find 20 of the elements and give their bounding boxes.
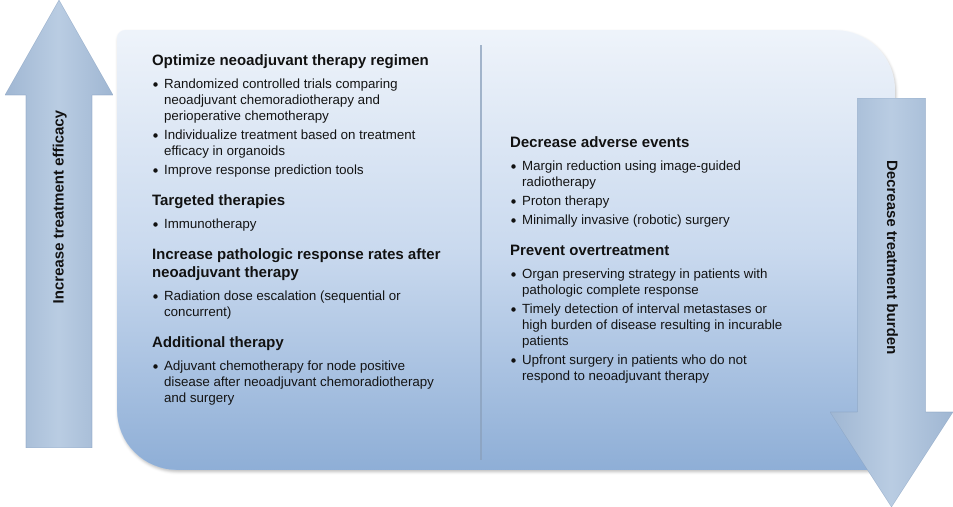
section-heading: Prevent overtreatment	[510, 242, 670, 260]
bullet-item: Individualize treatment based on treatment efficacy in organoids	[152, 127, 442, 159]
bullet-item: Adjuvant chemotherapy for node positive disease after neoadjuvant chemoradiotherapy and surgery	[152, 358, 442, 406]
bullet-item: Organ preserving strategy in patients with pathologic complete response	[510, 266, 795, 298]
section-heading: Increase pathologic response rates after neoadjuvant therapy	[152, 246, 442, 282]
bullet-item: Radiation dose escalation (sequential or concurrent)	[152, 288, 442, 320]
bullet-item: Improve response prediction tools	[152, 162, 442, 178]
arrow-label: Increase treatment efficacy	[50, 110, 68, 304]
bullet-item: Minimally invasive (robotic) surgery	[510, 212, 795, 228]
bullet-item: Timely detection of interval metastases or high burden of disease resulting in incurable patients	[510, 301, 795, 349]
bullet-item: Margin reduction using image-guided radiotherapy	[510, 158, 795, 190]
section-heading: Optimize neoadjuvant therapy regimen	[152, 52, 430, 70]
bullet-item: Proton therapy	[510, 193, 795, 209]
bullet-item: Upfront surgery in patients who do not respond to neoadjuvant therapy	[510, 352, 795, 384]
bullet-item: Immunotherapy	[152, 216, 442, 232]
arrow-label: Decrease treatment burden	[883, 160, 900, 354]
section-heading: Decrease adverse events	[510, 134, 690, 152]
section-heading: Targeted therapies	[152, 192, 286, 210]
section-heading: Additional therapy	[152, 334, 285, 352]
bullet-item: Randomized controlled trials comparing neoadjuvant chemoradiotherapy and perioperative chemotherapy	[152, 76, 442, 124]
